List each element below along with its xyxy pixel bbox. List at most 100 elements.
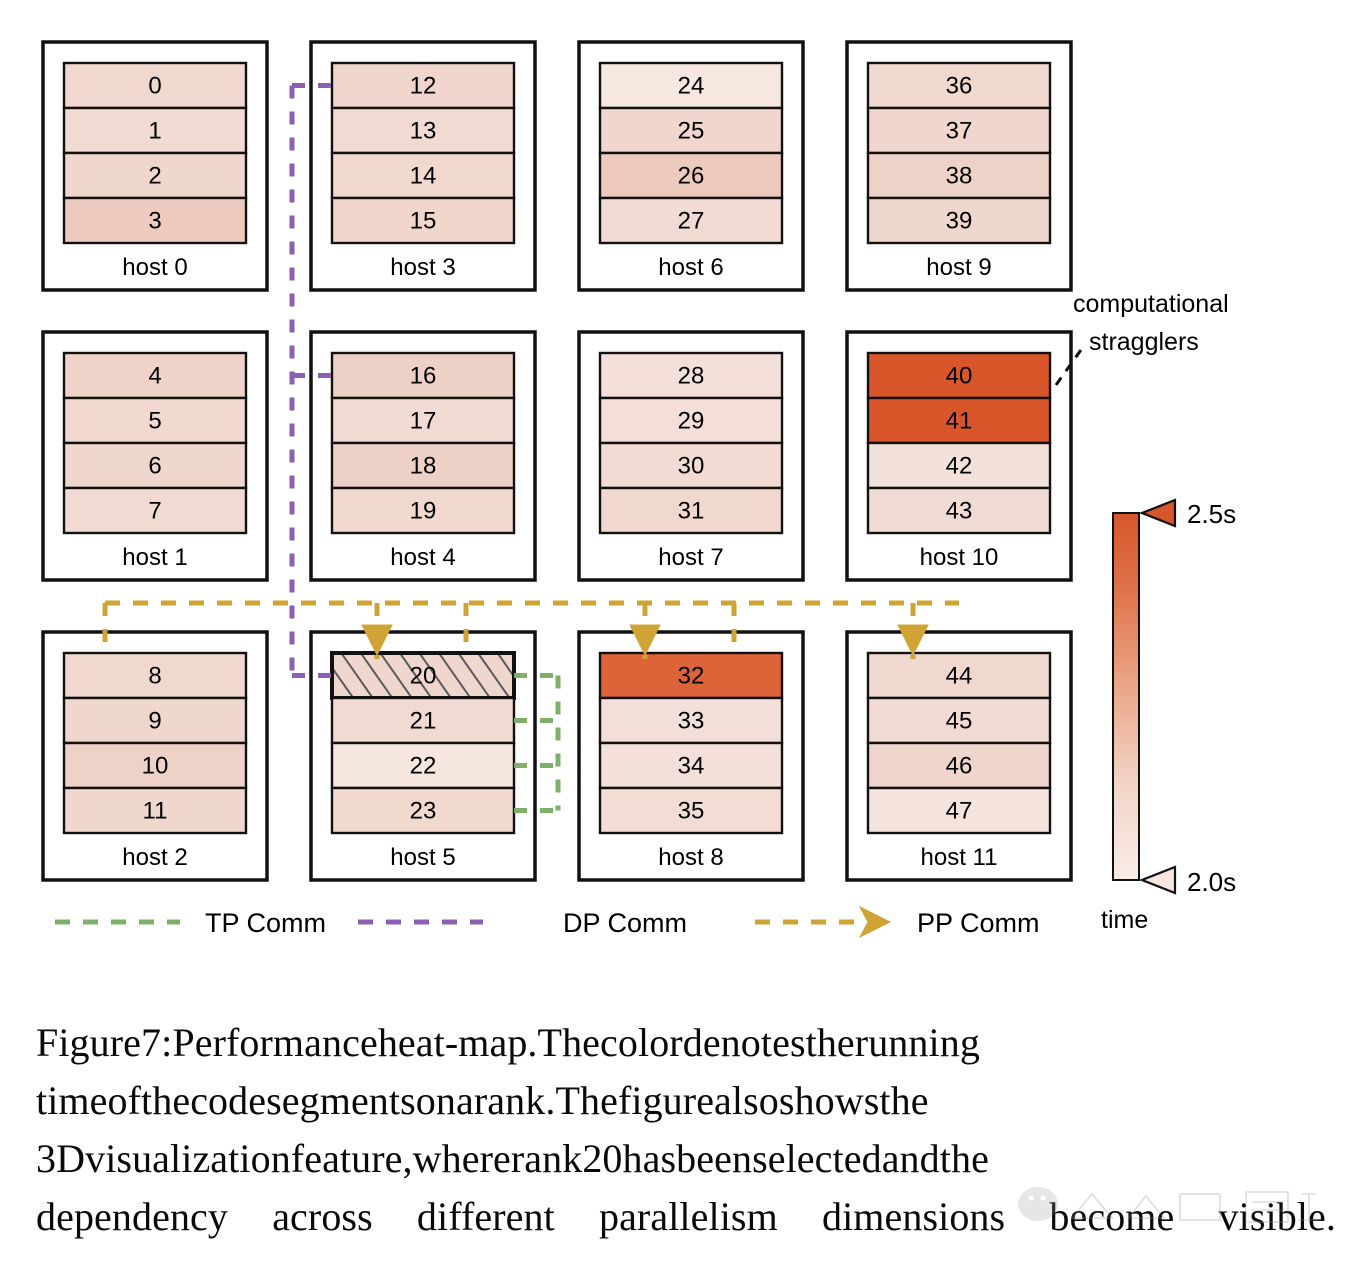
rank-cell-40[interactable]: 40 [866, 351, 1052, 400]
rank-swatch[interactable] [62, 441, 248, 490]
rank-cell-19[interactable]: 19 [330, 486, 516, 535]
rank-cell-43[interactable]: 43 [866, 486, 1052, 535]
rank-cell-9[interactable]: 9 [62, 696, 248, 745]
rank-swatch[interactable] [866, 196, 1052, 245]
rank-cell-8[interactable]: 8 [62, 651, 248, 700]
rank-swatch[interactable] [598, 741, 784, 790]
rank-cell-1[interactable]: 1 [62, 106, 248, 155]
rank-cell-31[interactable]: 31 [598, 486, 784, 535]
rank-cell-5[interactable]: 5 [62, 396, 248, 445]
rank-swatch[interactable] [62, 786, 248, 835]
rank-cell-32[interactable]: 32 [598, 651, 784, 700]
rank-cell-41[interactable]: 41 [866, 396, 1052, 445]
rank-cell-38[interactable]: 38 [866, 151, 1052, 200]
legend-item-pp-comm[interactable]: PP Comm [755, 905, 1040, 939]
rank-cell-16[interactable]: 16 [330, 351, 516, 400]
rank-swatch[interactable] [62, 741, 248, 790]
rank-swatch[interactable] [330, 396, 516, 445]
rank-swatch[interactable] [598, 696, 784, 745]
rank-swatch[interactable] [598, 351, 784, 400]
rank-swatch[interactable] [62, 696, 248, 745]
rank-swatch[interactable] [598, 486, 784, 535]
rank-cell-37[interactable]: 37 [866, 106, 1052, 155]
rank-cell-44[interactable]: 44 [866, 651, 1052, 700]
rank-swatch[interactable] [866, 106, 1052, 155]
rank-cell-27[interactable]: 27 [598, 196, 784, 245]
rank-cell-15[interactable]: 15 [330, 196, 516, 245]
rank-swatch[interactable] [866, 351, 1052, 400]
rank-swatch[interactable] [62, 351, 248, 400]
rank-cell-46[interactable]: 46 [866, 741, 1052, 790]
rank-cell-25[interactable]: 25 [598, 106, 784, 155]
rank-swatch[interactable] [866, 151, 1052, 200]
rank-swatch[interactable] [62, 151, 248, 200]
rank-cell-42[interactable]: 42 [866, 441, 1052, 490]
rank-swatch[interactable] [330, 351, 516, 400]
rank-swatch[interactable] [598, 151, 784, 200]
rank-swatch[interactable] [598, 786, 784, 835]
rank-swatch[interactable] [62, 396, 248, 445]
rank-swatch[interactable] [866, 396, 1052, 445]
rank-swatch[interactable] [330, 196, 516, 245]
rank-swatch[interactable] [598, 196, 784, 245]
rank-cell-18[interactable]: 18 [330, 441, 516, 490]
rank-cell-36[interactable]: 36 [866, 61, 1052, 110]
rank-cell-26[interactable]: 26 [598, 151, 784, 200]
rank-cell-21[interactable]: 21 [330, 696, 516, 745]
rank-cell-17[interactable]: 17 [330, 396, 516, 445]
rank-swatch[interactable] [866, 741, 1052, 790]
legend-item-tp-comm[interactable]: TP Comm [55, 908, 326, 938]
rank-swatch[interactable] [330, 486, 516, 535]
rank-cell-2[interactable]: 2 [62, 151, 248, 200]
rank-swatch[interactable] [62, 196, 248, 245]
rank-cell-34[interactable]: 34 [598, 741, 784, 790]
rank-cell-45[interactable]: 45 [866, 696, 1052, 745]
rank-swatch[interactable] [330, 106, 516, 155]
rank-swatch[interactable] [598, 106, 784, 155]
rank-cell-47[interactable]: 47 [866, 786, 1052, 835]
rank-swatch[interactable] [330, 651, 516, 700]
rank-cell-35[interactable]: 35 [598, 786, 784, 835]
rank-cell-6[interactable]: 6 [62, 441, 248, 490]
rank-swatch[interactable] [62, 106, 248, 155]
rank-swatch[interactable] [330, 786, 516, 835]
rank-cell-30[interactable]: 30 [598, 441, 784, 490]
rank-cell-12[interactable]: 12 [330, 61, 516, 110]
rank-swatch[interactable] [62, 486, 248, 535]
rank-swatch[interactable] [62, 61, 248, 110]
rank-swatch[interactable] [866, 61, 1052, 110]
rank-cell-3[interactable]: 3 [62, 196, 248, 245]
rank-swatch[interactable] [330, 741, 516, 790]
rank-swatch[interactable] [62, 651, 248, 700]
rank-cell-20[interactable]: 20 [330, 651, 516, 700]
rank-cell-29[interactable]: 29 [598, 396, 784, 445]
rank-swatch[interactable] [598, 61, 784, 110]
rank-cell-22[interactable]: 22 [330, 741, 516, 790]
rank-cell-23[interactable]: 23 [330, 786, 516, 835]
rank-cell-24[interactable]: 24 [598, 61, 784, 110]
rank-swatch[interactable] [598, 396, 784, 445]
rank-swatch[interactable] [866, 486, 1052, 535]
rank-cell-13[interactable]: 13 [330, 106, 516, 155]
rank-swatch[interactable] [330, 151, 516, 200]
rank-cell-28[interactable]: 28 [598, 351, 784, 400]
rank-cell-33[interactable]: 33 [598, 696, 784, 745]
rank-cell-39[interactable]: 39 [866, 196, 1052, 245]
rank-cell-11[interactable]: 11 [62, 786, 248, 835]
rank-swatch[interactable] [330, 61, 516, 110]
rank-swatch[interactable] [866, 696, 1052, 745]
rank-cell-7[interactable]: 7 [62, 486, 248, 535]
rank-cell-14[interactable]: 14 [330, 151, 516, 200]
rank-cell-4[interactable]: 4 [62, 351, 248, 400]
rank-cell-10[interactable]: 10 [62, 741, 248, 790]
